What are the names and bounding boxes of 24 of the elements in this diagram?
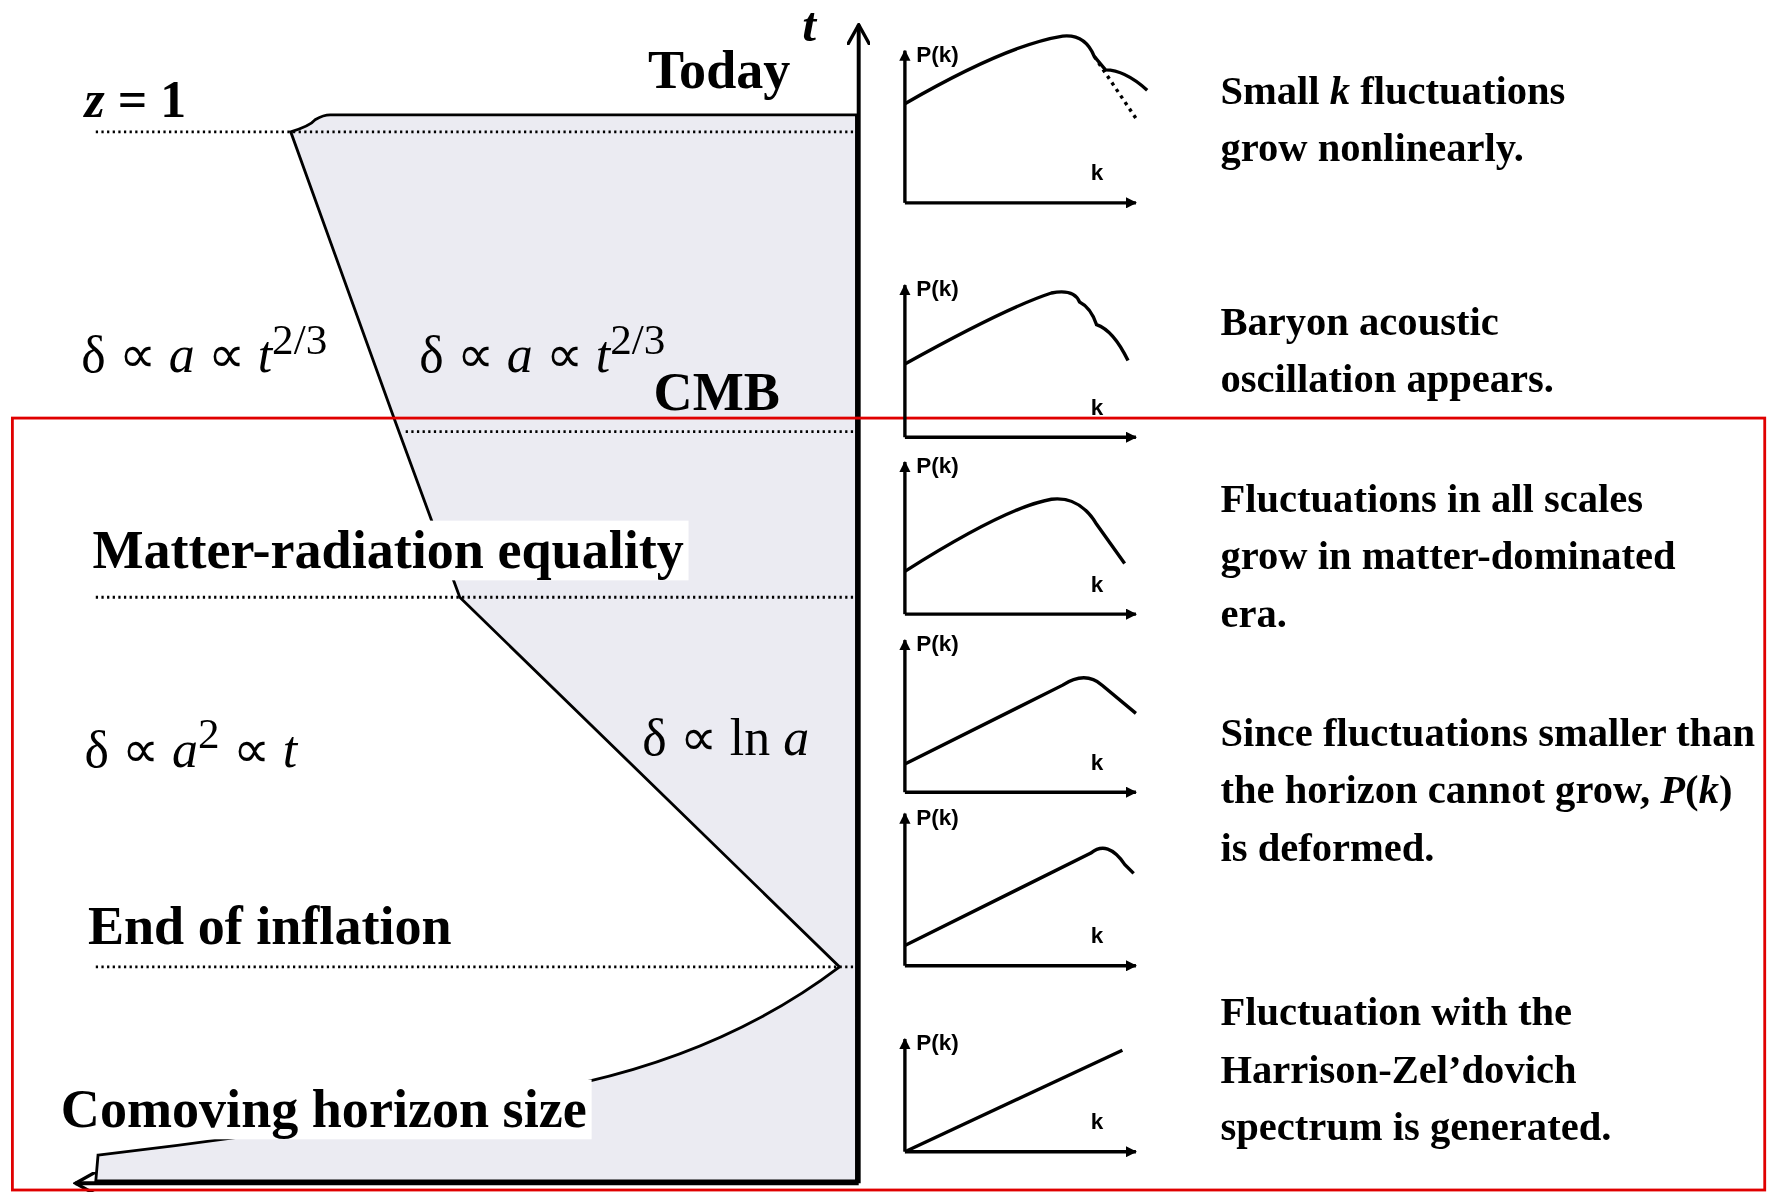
- growth-formula: δ ∝ a$^{2}$ ∝ t: [84, 709, 298, 779]
- growth-formula: δ ∝ ln a: [642, 709, 810, 767]
- axis-label: t: [802, 0, 817, 53]
- axis-label: k: [1090, 571, 1104, 597]
- description: Since fluctuations smaller than the horizon cannot grow, P(k) is deformed.: [1220, 708, 1756, 872]
- description: Fluctuation with the Harrison-Zel’dovich spectrum is generated.: [1220, 988, 1613, 1152]
- growth-formula: δ ∝ a ∝ t$^{2/3}$: [81, 315, 328, 385]
- axis-label: k: [1090, 394, 1104, 420]
- axis-label: k: [1090, 922, 1104, 948]
- axis-label: P(k): [916, 804, 959, 830]
- axis-label: P(k): [916, 1030, 959, 1055]
- description: Baryon acoustic oscillation appears.: [1220, 297, 1555, 404]
- axis-label: k: [1090, 1108, 1104, 1134]
- axis-label: P(k): [916, 41, 959, 67]
- epoch-label: End of inflation: [87, 897, 452, 957]
- description: Small k fluctuations grow nonlinearly.: [1220, 66, 1567, 173]
- axis-label: P(k): [916, 631, 959, 656]
- epoch-label: z = 1: [84, 72, 187, 130]
- axis-label: P(k): [916, 276, 959, 301]
- epoch-label: Today: [647, 40, 791, 101]
- axis-label: k: [1090, 749, 1104, 775]
- axis-label: k: [1090, 160, 1104, 185]
- description: Fluctuations in all scales grow in matter-dominated era.: [1220, 474, 1677, 638]
- axis-label: P(k): [916, 453, 959, 478]
